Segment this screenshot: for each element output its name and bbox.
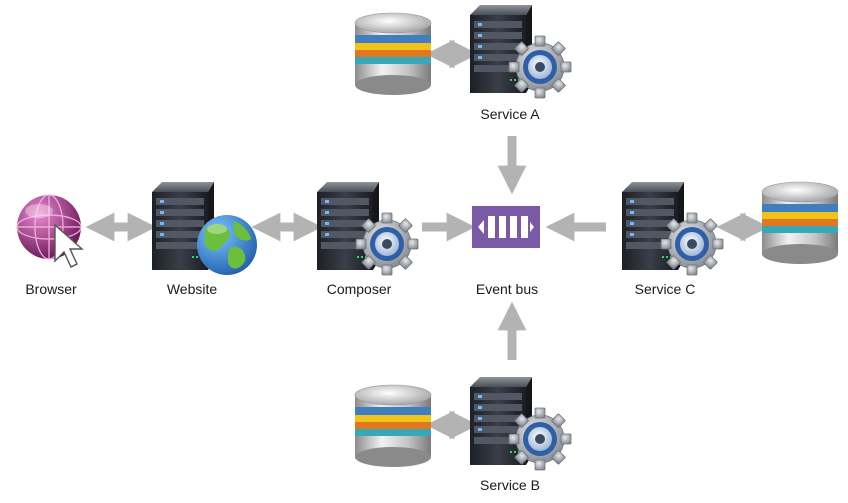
website-label: Website	[166, 281, 218, 297]
server-globe-icon	[152, 182, 257, 275]
event-bus-label: Event bus	[475, 281, 539, 297]
service-c-label: Service C	[634, 281, 696, 297]
globe-cursor-icon	[16, 194, 84, 268]
service-a-label: Service A	[480, 106, 540, 122]
queue-icon	[472, 206, 540, 248]
server-gear-icon	[317, 182, 419, 276]
server-gear-icon	[470, 5, 572, 99]
service-b-label: Service B	[480, 477, 540, 493]
database-icon	[761, 181, 839, 265]
database-icon	[354, 12, 432, 96]
server-gear-icon	[622, 182, 724, 276]
server-gear-icon	[470, 377, 572, 471]
composer-label: Composer	[326, 281, 392, 297]
browser-label: Browser	[25, 281, 77, 297]
database-icon	[354, 384, 432, 468]
